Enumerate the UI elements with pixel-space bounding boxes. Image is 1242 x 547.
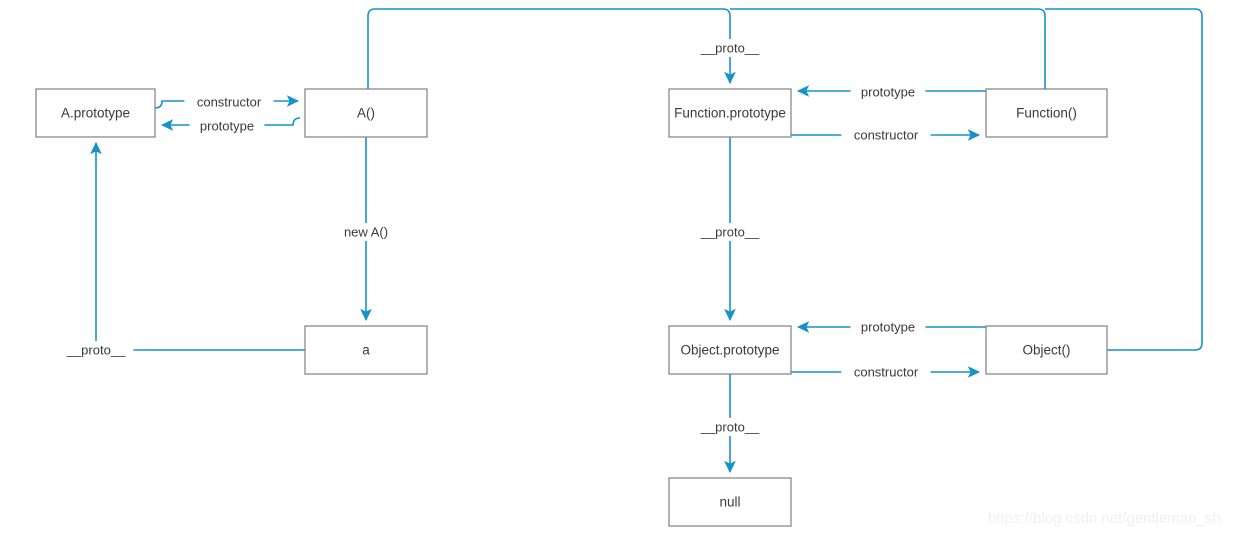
node-a_fn[interactable]: A()	[304, 88, 428, 138]
edge-a-instance-proto-label-bg	[58, 341, 134, 359]
node-a_instance[interactable]: a	[304, 325, 428, 375]
node-a_prototype-label: A.prototype	[61, 106, 130, 121]
edge-a-instance-proto-label: __proto__	[66, 342, 126, 357]
edge-function-fn-prototype-label-bg	[850, 83, 926, 101]
edge-a-fn-prototype-line	[160, 117, 301, 131]
edge-a-prototype-constructor-label: constructor	[197, 94, 262, 109]
edge-object-prototype-proto-null-label-bg	[692, 418, 768, 436]
node-object_prototype-label: Object.prototype	[680, 343, 779, 358]
edge-object-fn-prototype-label: prototype	[861, 319, 915, 334]
node-function_fn[interactable]: Function()	[985, 88, 1108, 138]
edge-function-prototype-constructor-label-bg	[841, 126, 931, 144]
edge-object-prototype-constructor-label: constructor	[854, 364, 919, 379]
node-object_fn[interactable]: Object()	[985, 325, 1108, 375]
edge-a-prototype-constructor-line	[154, 95, 300, 109]
edge-object-prototype-constructor-label-bg	[841, 363, 931, 381]
node-a_instance-box[interactable]	[304, 325, 428, 375]
edge-object-prototype-proto-null-label: __proto__	[700, 419, 760, 434]
edge-a-instance-proto-line	[90, 141, 305, 351]
node-a_prototype[interactable]: A.prototype	[35, 88, 156, 138]
watermark: https://blog.csdn.net/gentleman_sh	[988, 510, 1221, 527]
edge-a-fn-prototype-label-bg	[189, 117, 265, 135]
edge-label-group: constructor prototype new A() __proto__ __pr…	[58, 39, 931, 436]
edge-a-fn-new-label: new A()	[344, 224, 388, 239]
edge-a-fn-proto-to-function-prototype-label: __proto__	[700, 40, 760, 55]
edge-function-fn-prototype-label: prototype	[861, 84, 915, 99]
node-a_fn-label: A()	[357, 106, 375, 121]
edge-a-fn-proto-to-function-prototype-label-bg	[692, 39, 768, 57]
node-object_prototype-box[interactable]	[668, 325, 792, 375]
edge-top-rail-to-function-line	[730, 8, 1046, 89]
edge-a-fn-proto-line	[367, 8, 736, 89]
node-a_fn-box[interactable]	[304, 88, 428, 138]
node-a_instance-label: a	[362, 343, 370, 358]
edge-function-prototype-constructor-label: constructor	[854, 127, 919, 142]
edge-a-fn-prototype-label: prototype	[200, 118, 254, 133]
edge-a-fn-new-label-bg	[335, 223, 397, 241]
node-function_prototype-box[interactable]	[668, 88, 792, 138]
node-null_node-label: null	[719, 495, 740, 510]
node-group: A.prototype A() Function.prototype Function…	[35, 88, 1108, 527]
edge-top-rail-to-object-line	[1045, 8, 1203, 351]
node-object_fn-label: Object()	[1022, 343, 1070, 358]
edge-function-prototype-proto-label-bg	[692, 223, 768, 241]
edge-object-fn-prototype-label-bg	[850, 318, 926, 336]
node-function_prototype[interactable]: Function.prototype	[668, 88, 792, 138]
node-null_node-box[interactable]	[668, 477, 792, 527]
node-a_prototype-box[interactable]	[35, 88, 156, 138]
node-function_fn-box[interactable]	[985, 88, 1108, 138]
edge-function-prototype-proto-label: __proto__	[700, 224, 760, 239]
node-object_prototype[interactable]: Object.prototype	[668, 325, 792, 375]
edge-a-prototype-constructor-label-bg	[184, 93, 274, 111]
node-object_fn-box[interactable]	[985, 325, 1108, 375]
node-function_prototype-label: Function.prototype	[674, 106, 786, 121]
node-null_node[interactable]: null	[668, 477, 792, 527]
node-function_fn-label: Function()	[1016, 106, 1077, 121]
